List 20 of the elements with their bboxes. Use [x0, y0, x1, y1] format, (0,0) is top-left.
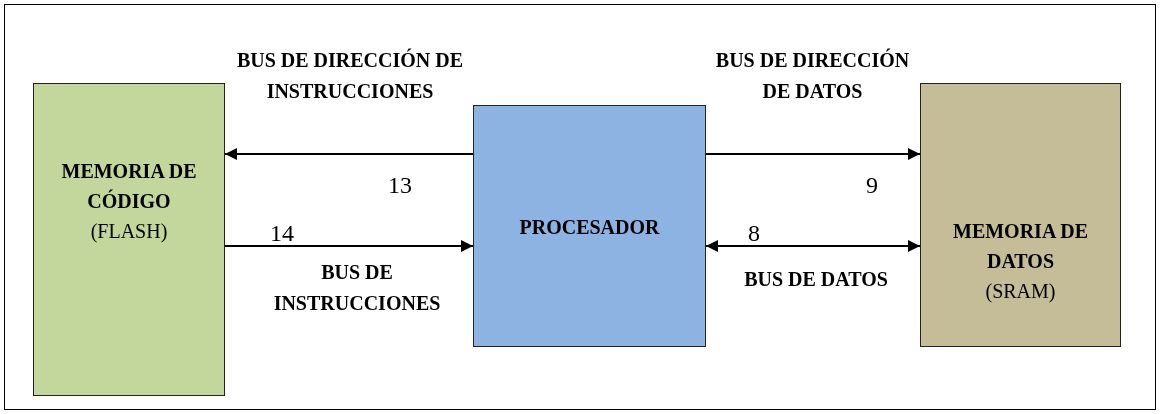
- arrow: [224, 240, 474, 252]
- bus-width-number: 8: [748, 219, 760, 247]
- arrow: [224, 148, 474, 160]
- block-box: [473, 105, 706, 347]
- edge-label: BUS DE DIRECCIÓN DE INSTRUCCIONES: [235, 47, 465, 104]
- bus-width-number: 13: [388, 171, 412, 199]
- bus-width-number: 9: [866, 171, 878, 199]
- block-subtitle: (FLASH): [90, 219, 168, 245]
- block-title: PROCESADOR: [519, 215, 660, 240]
- arrow: [705, 148, 921, 160]
- block-box: [33, 83, 225, 396]
- edge-label: BUS DE DATOS: [743, 267, 889, 292]
- block-box: [920, 83, 1121, 347]
- block-subtitle: (SRAM): [985, 279, 1056, 305]
- block-title: MEMORIA DE CÓDIGO: [60, 159, 198, 214]
- block-title: MEMORIA DE DATOS: [952, 219, 1089, 274]
- bus-width-number: 14: [270, 219, 294, 247]
- edge-label: BUS DE DIRECCIÓN DE DATOS: [714, 47, 911, 104]
- arrow: [705, 240, 921, 252]
- edge-label: BUS DE INSTRUCCIONES: [272, 260, 442, 316]
